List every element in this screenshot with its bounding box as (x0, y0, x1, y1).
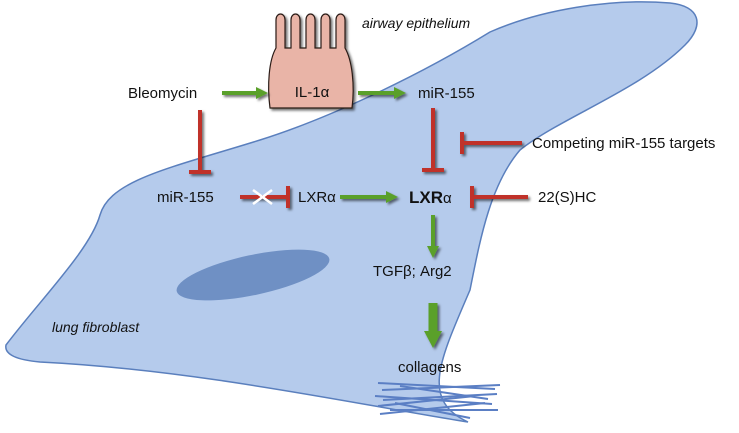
lxra-left-label: LXRα (298, 189, 336, 206)
mir155-top-label: miR-155 (418, 85, 475, 102)
nucleus (176, 249, 330, 301)
bleomycin-label: Bleomycin (128, 85, 197, 102)
inhibit-mir155-top-to-lxra (422, 108, 444, 172)
lxra-center-bold: LXR (409, 188, 443, 207)
arrow-lxra-to-tgfb (427, 215, 439, 258)
blocked-cross-mark (252, 188, 273, 206)
arrow-lxra-to-lxra (340, 191, 398, 203)
lxra-center-alpha: α (443, 190, 452, 207)
tgfb-arg2-label: TGFβ; Arg2 (373, 263, 452, 280)
inhibit-bleomycin-to-mir155 (189, 110, 211, 174)
competing-targets-label: Competing miR-155 targets (532, 135, 715, 152)
arrow-il1a-to-mir155 (358, 87, 406, 99)
il1a-label: IL-1α (295, 84, 330, 101)
lung-fibroblast-label: lung fibroblast (52, 319, 140, 335)
22shc-label: 22(S)HC (538, 189, 597, 206)
lung-fibroblast-cell (5, 1, 698, 423)
mir155-cell-label: miR-155 (157, 189, 214, 206)
inhibit-competing-targets (460, 132, 522, 154)
arrow-tgfb-to-collagens (424, 303, 442, 348)
collagens-label: collagens (398, 359, 461, 376)
collagen-fibers (374, 382, 501, 419)
arrow-bleomycin-to-il1a (222, 87, 268, 99)
airway-epithelium-cells (268, 13, 354, 109)
activation-arrows (222, 87, 442, 348)
airway-epithelium-label: airway epithelium (362, 15, 470, 31)
lxra-center-label: LXRα (409, 188, 452, 207)
inhibit-22shc-to-lxra (470, 186, 528, 208)
